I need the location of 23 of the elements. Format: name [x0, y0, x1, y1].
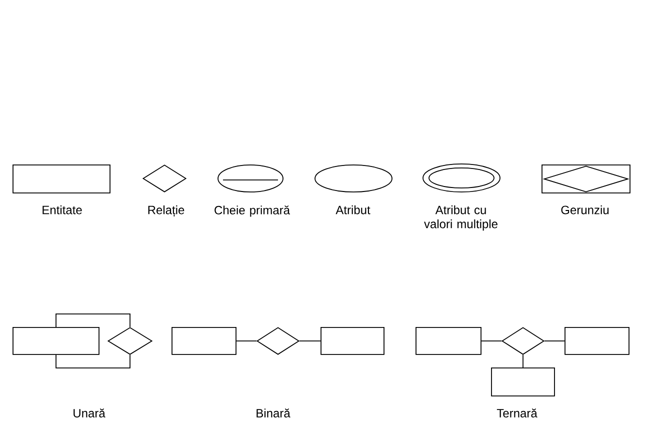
- attribute-ellipse: [428, 168, 494, 188]
- symbol-label: Relație: [148, 205, 184, 217]
- entity-box: [416, 327, 482, 355]
- connector-line: [56, 314, 130, 328]
- symbol-label: Atribut: [336, 205, 370, 214]
- entity-box: [564, 327, 630, 355]
- diagram-caption: Binară: [256, 408, 290, 418]
- connector-line: [299, 340, 321, 342]
- entity-box: [491, 368, 555, 396]
- symbol-label: Cheie primară: [214, 205, 290, 217]
- symbol-label: Atribut cu valori multiple: [424, 205, 498, 231]
- diagram-caption: Unară: [74, 408, 106, 418]
- connector-line: [481, 340, 502, 342]
- connector-line: [544, 340, 565, 342]
- connector-line: [522, 354, 524, 368]
- diagram-caption: Ternară: [496, 408, 538, 418]
- entity-box: [172, 327, 236, 355]
- connector-line: [56, 354, 130, 368]
- symbol-label: Gerunziu: [561, 205, 609, 214]
- symbol-label: Entitate: [42, 205, 82, 214]
- entity-box: [12, 327, 100, 355]
- connector-line: [236, 340, 257, 342]
- entity-box: [320, 327, 384, 355]
